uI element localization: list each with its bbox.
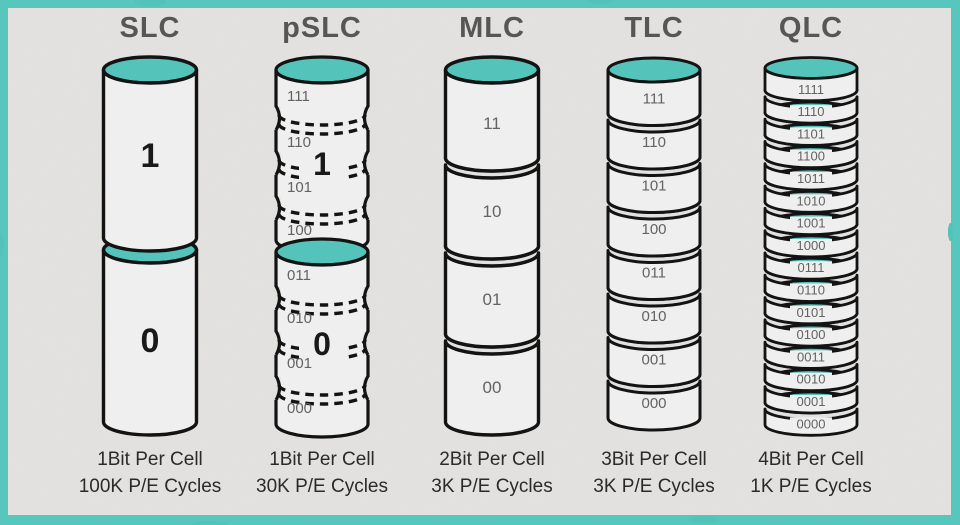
column-qlc: QLC 1111 1110 1101 1100 1011 1010 1001 1000 0111… (711, 0, 911, 525)
cell-level-label: 100 (641, 221, 666, 238)
cell-level-label: 0101 (797, 305, 826, 320)
cell-level-label: 111 (287, 88, 310, 105)
big-digit: 1 (313, 146, 331, 182)
cell-level-label: 1111 (798, 82, 824, 97)
cell-level-label: 110 (642, 134, 666, 151)
cell-level-label: 011 (287, 267, 311, 284)
cell-level-label: 010 (641, 308, 666, 325)
cell-level-label: 000 (641, 395, 666, 412)
cell-level-label: 010 (287, 310, 312, 327)
caption-qlc: 4Bit Per Cell 1K P/E Cycles (711, 446, 911, 500)
cell-level-label: 1000 (797, 238, 826, 253)
qlc-cylinder-stack: 1111 1110 1101 1100 1011 1010 1001 1000 0111 0110… (763, 56, 859, 437)
cell-level-label: 011 (642, 264, 666, 281)
cell-level-label: 0011 (797, 349, 825, 364)
cell-level-label: 11 (483, 114, 501, 133)
cell-level-label: 110 (287, 134, 311, 151)
cell-level-label: 0010 (797, 372, 826, 387)
cell-level-label: 0000 (797, 416, 826, 431)
cylinder-stack: 11 10 01 00 (443, 55, 541, 437)
cell-level-label: 10 (483, 202, 502, 221)
cell-level-label: 1101 (797, 126, 825, 141)
cell-level-label: 0100 (797, 327, 826, 342)
cell-level-label: 100 (287, 222, 312, 239)
big-digit: 0 (313, 326, 331, 362)
cell-level-label: 101 (287, 179, 312, 196)
caption-line-cycles: 1K P/E Cycles (750, 476, 872, 497)
cell-level-label: 111 (643, 90, 666, 107)
cell-level-label: 00 (483, 378, 502, 397)
caption-line-bits: 4Bit Per Cell (758, 449, 864, 470)
cell-level-label: 1001 (797, 216, 826, 231)
cell-level-label: 1010 (797, 193, 826, 208)
cell-level-label: 1100 (797, 149, 825, 164)
big-digit: 0 (141, 322, 160, 360)
column-title-slc: SLC (119, 12, 181, 44)
cell-level-label: 1011 (797, 171, 825, 186)
cylinder-stack: 111 110 101 100 011 010 001 000 (606, 56, 702, 432)
cell-level-label: 001 (287, 355, 312, 372)
cell-level-label: 000 (287, 400, 312, 417)
caption-slc: 1Bit Per Cell 100K P/E Cycles (50, 446, 250, 500)
slc-cylinder-stack: 10 (101, 55, 199, 437)
cylinder-stack: 1111 1110 1101 1100 1011 1010 1001 1000 0111 0110… (763, 56, 859, 437)
cylinder-stack: 10 (101, 55, 199, 437)
big-digit: 1 (141, 137, 160, 175)
cell-level-label: 001 (641, 351, 666, 368)
cell-level-label: 1110 (798, 104, 825, 119)
column-title-qlc: QLC (778, 12, 844, 44)
cell-level-label: 0111 (798, 260, 825, 275)
cell-level-label: 101 (641, 177, 666, 194)
caption-line-cycles: 100K P/E Cycles (78, 476, 222, 497)
cell-level-label: 0110 (797, 283, 825, 298)
cell-level-label: 0001 (797, 394, 826, 409)
caption-line-bits: 1Bit Per Cell (97, 449, 203, 470)
cell-level-label: 01 (483, 290, 502, 309)
